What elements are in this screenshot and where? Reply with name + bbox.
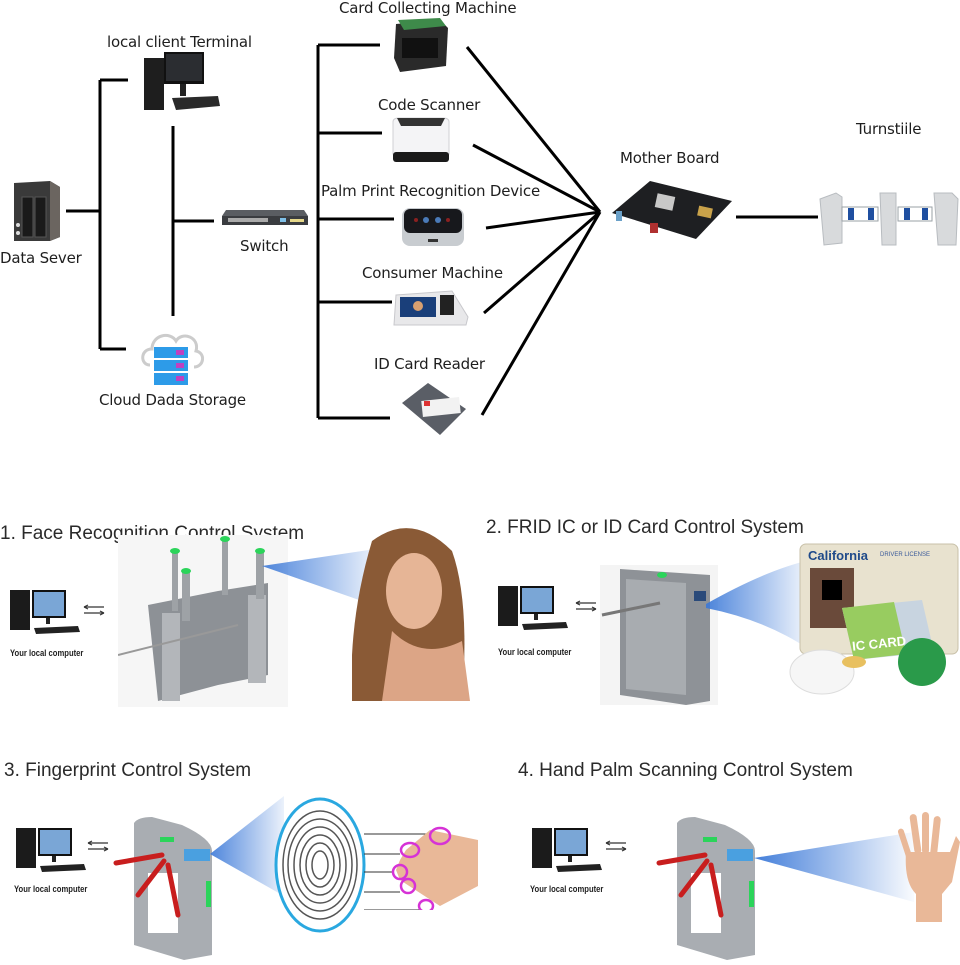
card-reader-icon <box>398 381 468 437</box>
consumer-machine-label: Consumer Machine <box>362 264 503 282</box>
fingerprint-turnstile-icon <box>112 815 216 960</box>
card-license-text: DRIVER LICENSE <box>880 552 931 558</box>
nas-server-icon <box>10 177 62 243</box>
rfid-cards-icon: California DRIVER LICENSE IC CARD <box>782 542 960 702</box>
face-turnstile-icon <box>117 535 288 707</box>
card-dispenser-icon <box>390 18 454 74</box>
fingerprint-icon <box>272 795 368 935</box>
id-card-reader-label: ID Card Reader <box>374 355 485 373</box>
local-computer-label: Your local computer <box>14 884 88 894</box>
palm-scan-beam <box>754 832 914 902</box>
card-collecting-label: Card Collecting Machine <box>339 0 517 17</box>
palm-print-label: Palm Print Recognition Device <box>321 182 540 200</box>
terminal-cloud-line <box>171 126 214 316</box>
card-state-text: California <box>808 548 868 563</box>
local-computer-icon <box>14 826 86 872</box>
code-scanner-label: Code Scanner <box>378 96 481 114</box>
cloud-storage-label: Cloud Dada Storage <box>99 391 246 409</box>
local-computer-label: Your local computer <box>10 648 84 658</box>
local-computer-label: Your local computer <box>498 647 572 657</box>
face-photo <box>351 521 470 701</box>
card-scan-beam <box>706 560 810 650</box>
open-palm-icon <box>897 812 960 922</box>
data-server-label: Data Sever <box>0 249 82 267</box>
desktop-computer-icon <box>142 52 222 122</box>
swing-gate-icon <box>818 189 960 247</box>
pos-terminal-icon <box>392 289 472 329</box>
turnstile-label: Turnstiile <box>856 120 922 138</box>
fingerprint-scan-beam <box>210 796 284 896</box>
network-switch-icon <box>220 208 310 228</box>
mother-board-label: Mother Board <box>620 149 720 167</box>
motherboard-icon <box>610 177 735 243</box>
server-bracket-line <box>66 78 128 351</box>
hand-fingers-icon <box>360 820 478 914</box>
data-exchange-arrows-icon <box>604 839 628 852</box>
data-exchange-arrows-icon <box>82 603 106 616</box>
cloud-server-icon <box>138 323 206 389</box>
palm-turnstile-icon <box>655 815 759 960</box>
palm-system-title: 4. Hand Palm Scanning Control System <box>518 760 853 781</box>
switch-label: Switch <box>240 237 289 255</box>
tripod-turnstile-icon <box>600 565 718 705</box>
local-computer-label: Your local computer <box>530 884 604 894</box>
face-scan-beam <box>262 548 382 608</box>
palm-reader-icon <box>400 206 466 248</box>
local-computer-icon <box>8 588 80 634</box>
device-bus-line <box>316 43 394 420</box>
fingerprint-system-title: 3. Fingerprint Control System <box>4 760 252 781</box>
local-computer-icon <box>530 826 602 872</box>
barcode-scanner-icon <box>391 116 451 164</box>
card-system-title: 2. FRID IC or ID Card Control System <box>486 517 804 538</box>
local-computer-icon <box>496 584 568 630</box>
local-terminal-label: local client Terminal <box>107 33 252 51</box>
data-exchange-arrows-icon <box>86 839 110 852</box>
fan-in-lines <box>465 46 602 416</box>
data-exchange-arrows-icon <box>574 599 598 612</box>
